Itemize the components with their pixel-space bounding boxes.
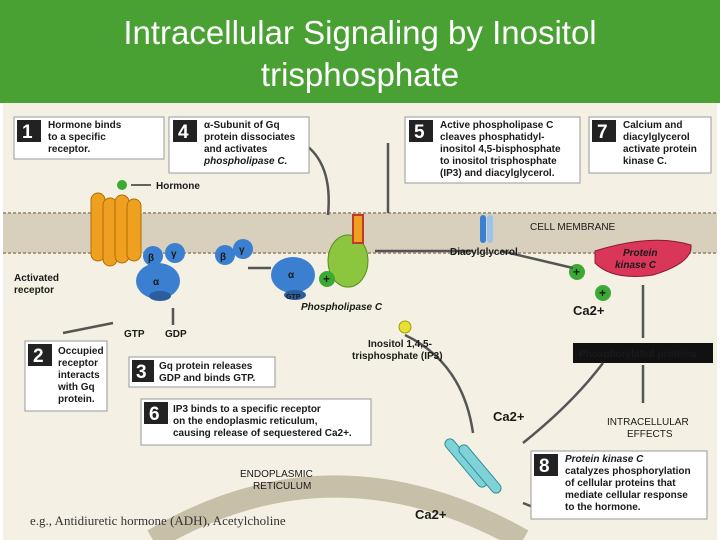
step-7-line-3: activate protein xyxy=(623,144,697,155)
ca-label-er: Ca2+ xyxy=(493,409,525,424)
step-2-line-3: interacts xyxy=(58,370,100,381)
step-4-line-3: and activates xyxy=(204,144,268,155)
receptor xyxy=(90,192,142,267)
step-7-line-1: Calcium and xyxy=(623,120,682,131)
step-4-line-1: α-Subunit of Gq xyxy=(204,120,280,131)
ip3-receptor-channel xyxy=(444,438,502,494)
ca-label-bottom: Ca2+ xyxy=(415,507,447,522)
step-5-line-5: (IP3) and diacylglycerol. xyxy=(440,168,555,179)
ip3-label-1: Inositol 1,4,5- xyxy=(368,339,432,350)
step-1-line-3: receptor. xyxy=(48,144,90,155)
slide-title: Intracellular Signaling by Inositol tris… xyxy=(123,14,597,93)
gamma-label: γ xyxy=(171,249,177,260)
phosphorylated-proteins-label: Phosphorylated proteins xyxy=(579,349,697,360)
er-membrane xyxy=(147,475,529,540)
beta-gamma-subunit: β γ xyxy=(215,239,253,265)
gtp-label: GTP xyxy=(124,329,145,340)
phosphorylated-proteins-box xyxy=(573,343,713,363)
diagram-panel: β γ α β γ α GTP + + + xyxy=(3,103,717,540)
step-6-line-2: on the endoplasmic reticulum, xyxy=(173,416,318,427)
title-bar: Intracellular Signaling by Inositol tris… xyxy=(0,0,720,103)
diacylglycerol-label: Diacylglycerol xyxy=(450,247,518,258)
beta-label-free: β xyxy=(220,252,226,263)
step-7-line-4: kinase C. xyxy=(623,156,667,167)
step-4-number: 4 xyxy=(178,122,189,143)
alpha-label-active: α xyxy=(288,270,295,281)
step-6-line-3: causing release of sequestered Ca2+. xyxy=(173,428,352,439)
er-label-2: RETICULUM xyxy=(253,481,311,492)
step-5-line-3: inositol 4,5-bisphosphate xyxy=(440,144,561,155)
phospholipase-c xyxy=(327,214,369,288)
gq-protein-bound: β γ α xyxy=(136,243,185,301)
step-3: 3 Gq protein releases GDP and binds GTP. xyxy=(128,356,276,388)
step-6: 6 IP3 binds to a specific receptor on th… xyxy=(140,398,372,446)
step-8-line-4: mediate cellular response xyxy=(565,490,688,501)
hormone-label: Hormone xyxy=(156,181,200,192)
ca-label-pkc: Ca2+ xyxy=(573,303,605,318)
step-8-number: 8 xyxy=(539,456,550,477)
step-2-line-2: receptor xyxy=(58,358,98,369)
step-3-number: 3 xyxy=(136,362,147,383)
step-8-line-2: catalyzes phosphorylation xyxy=(565,466,691,477)
step-1-line-1: Hormone binds xyxy=(48,120,122,131)
beta-label: β xyxy=(148,253,154,264)
step-1-number: 1 xyxy=(22,122,33,143)
step-5: 5 Active phospholipase C cleaves phospha… xyxy=(404,116,581,184)
alpha-label: α xyxy=(153,277,160,288)
step-5-line-1: Active phospholipase C xyxy=(440,120,553,131)
activated-receptor-label-1: Activated xyxy=(14,273,59,284)
ip3-label-2: trisphosphate (IP3) xyxy=(352,351,443,362)
gamma-label-free: γ xyxy=(239,245,245,256)
protein-kinase-c xyxy=(594,239,692,277)
plus-sign-ca: + xyxy=(599,286,606,300)
step-8: 8 Protein kinase C catalyzes phosphoryla… xyxy=(530,450,708,520)
gdp-label: GDP xyxy=(165,329,187,340)
step-3-line-1: Gq protein releases xyxy=(159,361,253,372)
step-7: 7 Calcium and diacylglycerol activate pr… xyxy=(588,116,712,174)
step-2-line-1: Occupied xyxy=(58,346,104,357)
step-2-number: 2 xyxy=(33,346,44,367)
cell-membrane-label: CELL MEMBRANE xyxy=(530,222,616,233)
pkc-label-1: Protein xyxy=(623,248,657,259)
example-caption: e.g., Antidiuretic hormone (ADH), Acetyl… xyxy=(30,513,286,528)
plus-icon-ca xyxy=(595,285,611,301)
step-7-line-2: diacylglycerol xyxy=(623,132,690,143)
step-2-line-4: with Gq xyxy=(57,382,95,393)
step-6-line-1: IP3 binds to a specific receptor xyxy=(173,404,321,415)
pkc-label-2: kinase C xyxy=(615,260,657,271)
step-2-line-5: protein. xyxy=(58,394,95,405)
plus-sign-dag: + xyxy=(573,265,580,279)
ip3-molecule xyxy=(398,320,412,334)
plus-sign-plc: + xyxy=(323,272,330,286)
step-5-line-2: cleaves phosphatidyl- xyxy=(440,132,544,143)
gtp-small-label: GTP xyxy=(286,294,301,301)
diagram-svg: β γ α β γ α GTP + + + xyxy=(3,116,717,540)
hormone-molecule xyxy=(117,180,127,190)
diacylglycerol-molecule xyxy=(480,215,493,243)
step-4: 4 α-Subunit of Gq protein dissociates an… xyxy=(168,116,310,174)
step-1-line-2: to a specific xyxy=(48,132,106,143)
plus-icon-plc xyxy=(319,271,335,287)
intracellular-effects-label-1: INTRACELLULAR xyxy=(607,417,689,428)
intracellular-effects-label-2: EFFECTS xyxy=(627,429,673,440)
step-5-number: 5 xyxy=(414,122,425,143)
step-6-number: 6 xyxy=(149,404,160,425)
step-1: 1 Hormone binds to a specific receptor. xyxy=(13,116,165,160)
step-3-line-2: GDP and binds GTP. xyxy=(159,373,256,384)
step-4-line-4: phospholipase C. xyxy=(203,156,287,167)
step-7-number: 7 xyxy=(597,122,608,143)
activated-receptor-label-2: receptor xyxy=(14,285,54,296)
alpha-subunit-active: α GTP xyxy=(271,257,315,301)
er-label-1: ENDOPLASMIC xyxy=(240,469,313,480)
step-2: 2 Occupied receptor interacts with Gq pr… xyxy=(24,340,108,412)
step-8-line-1: Protein kinase C xyxy=(565,454,644,465)
step-8-line-3: of cellular proteins that xyxy=(565,478,676,489)
phospholipase-c-label: Phospholipase C xyxy=(301,302,383,313)
step-5-line-4: to inositol trisphosphate xyxy=(440,156,557,167)
step-4-line-2: protein dissociates xyxy=(204,132,296,143)
step-8-line-5: to the hormone. xyxy=(565,502,641,513)
